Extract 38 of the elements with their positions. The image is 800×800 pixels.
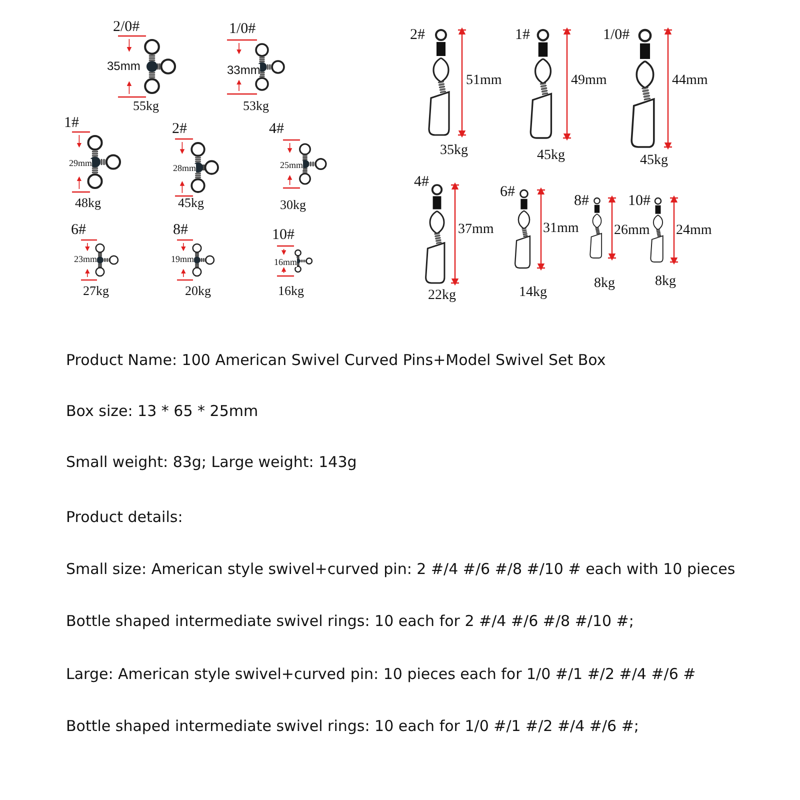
spec-text: Product Name: 100 American Swivel Curved Pins+Model Swivel Set Box <box>66 353 606 368</box>
length-label: 29mm <box>69 159 92 168</box>
length-label: 44mm <box>672 74 708 88</box>
length-label: 26mm <box>614 224 650 238</box>
load-label: 45kg <box>178 196 204 209</box>
spec-text: Bottle shaped intermediate swivel rings: 10 each for 2 #/4 #/6 #/8 #/10 #; <box>66 614 634 629</box>
load-label: 22kg <box>428 289 456 303</box>
load-label: 48kg <box>75 196 101 209</box>
load-label: 27kg <box>83 284 109 297</box>
load-label: 35kg <box>440 144 468 158</box>
section-heading: Product details: <box>66 510 183 525</box>
load-label: 8kg <box>594 277 615 291</box>
length-label: 23mm <box>74 255 98 264</box>
length-label: 37mm <box>458 223 494 237</box>
spec-text: Bottle shaped intermediate swivel rings: 10 each for 1/0 #/1 #/2 #/4 #/6 #; <box>66 719 639 734</box>
load-label: 45kg <box>640 154 668 168</box>
length-label: 28mm <box>173 164 196 173</box>
spec-text: Small size: American style swivel+curved pin: 2 #/4 #/6 #/8 #/10 # each with 10 pieces <box>66 562 736 577</box>
load-label: 16kg <box>278 284 304 297</box>
load-label: 55kg <box>133 99 159 112</box>
length-label: 25mm <box>280 161 304 170</box>
spec-text: Small weight: 83g; Large weight: 143g <box>66 455 357 470</box>
spec-text: Box size: 13 * 65 * 25mm <box>66 404 258 419</box>
length-label: 16mm <box>274 258 298 267</box>
length-label: 49mm <box>571 74 607 88</box>
load-label: 45kg <box>537 149 565 163</box>
length-label: 35mm <box>107 60 140 72</box>
load-label: 14kg <box>519 286 547 300</box>
load-label: 53kg <box>243 99 269 112</box>
spec-text: Large: American style swivel+curved pin: 10 pieces each for 1/0 #/1 #/2 #/4 #/6 # <box>66 667 696 682</box>
length-label: 33mm <box>227 64 260 76</box>
load-label: 8kg <box>655 275 676 289</box>
load-label: 20kg <box>185 284 211 297</box>
length-label: 51mm <box>466 74 502 88</box>
length-label: 19mm <box>171 255 194 264</box>
load-label: 30kg <box>280 198 306 211</box>
length-label: 31mm <box>543 222 579 236</box>
length-label: 24mm <box>676 224 712 238</box>
